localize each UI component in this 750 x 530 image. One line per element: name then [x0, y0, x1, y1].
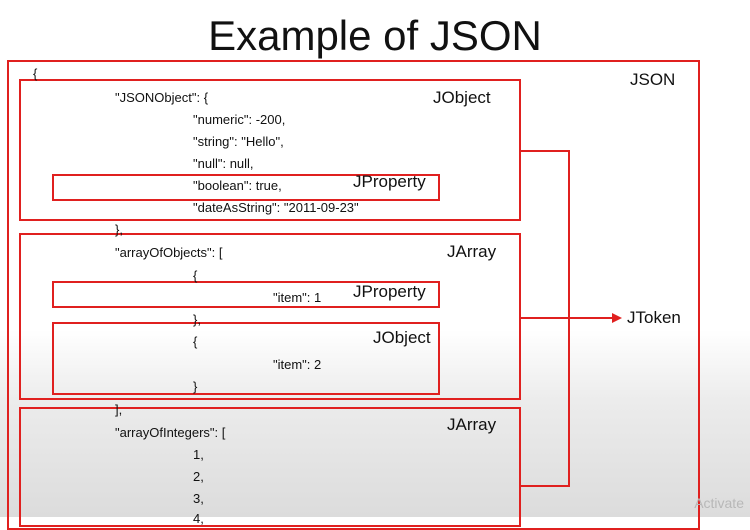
code-line-open-brace: { [33, 66, 38, 81]
code-line-item1: "item": 1 [273, 290, 322, 305]
code-line-numeric: "numeric": -200, [193, 112, 286, 127]
code-line-int-1: 1, [193, 447, 204, 462]
code-line-close-item2: } [193, 379, 198, 394]
code-line-boolean: "boolean": true, [193, 178, 282, 193]
code-line-jsonobject: "JSONObject": { [115, 90, 209, 105]
label-jarray-2: JArray [447, 415, 497, 434]
jobject-box-2 [52, 322, 440, 395]
code-line-close-array: ], [115, 402, 123, 417]
jarray-box-1 [19, 233, 521, 400]
code-line-close-item1: }, [193, 312, 201, 327]
code-line-open-item1: { [193, 268, 198, 283]
label-jtoken: JToken [627, 308, 681, 327]
label-jobject-1: JObject [433, 88, 491, 107]
code-line-null: "null": null, [193, 156, 254, 171]
jproperty-box-2 [52, 281, 440, 308]
label-jproperty-2: JProperty [353, 282, 426, 301]
code-line-int-4: 4, [193, 511, 204, 526]
code-line-string: "string": "Hello", [193, 134, 284, 149]
code-line-close-object: }, [115, 222, 123, 237]
code-line-int-3: 3, [193, 491, 204, 506]
code-line-date: "dateAsString": "2011-09-23" [193, 200, 359, 215]
label-jproperty-1: JProperty [353, 172, 426, 191]
label-jobject-2: JObject [373, 328, 431, 347]
code-line-int-2: 2, [193, 469, 204, 484]
code-line-arrayofintegers: "arrayOfIntegers": [ [115, 425, 226, 440]
jtoken-connector [521, 150, 622, 487]
slide-title: Example of JSON [208, 12, 542, 59]
label-json: JSON [630, 70, 676, 89]
code-line-open-item2: { [193, 334, 198, 349]
jobject-box-1 [19, 79, 521, 221]
code-line-arrayofobjects: "arrayOfObjects": [ [115, 245, 223, 260]
jproperty-box-1 [52, 174, 440, 201]
activate-watermark: Activate [694, 495, 744, 511]
code-line-item2: "item": 2 [273, 357, 322, 372]
label-jarray-1: JArray [447, 242, 497, 261]
